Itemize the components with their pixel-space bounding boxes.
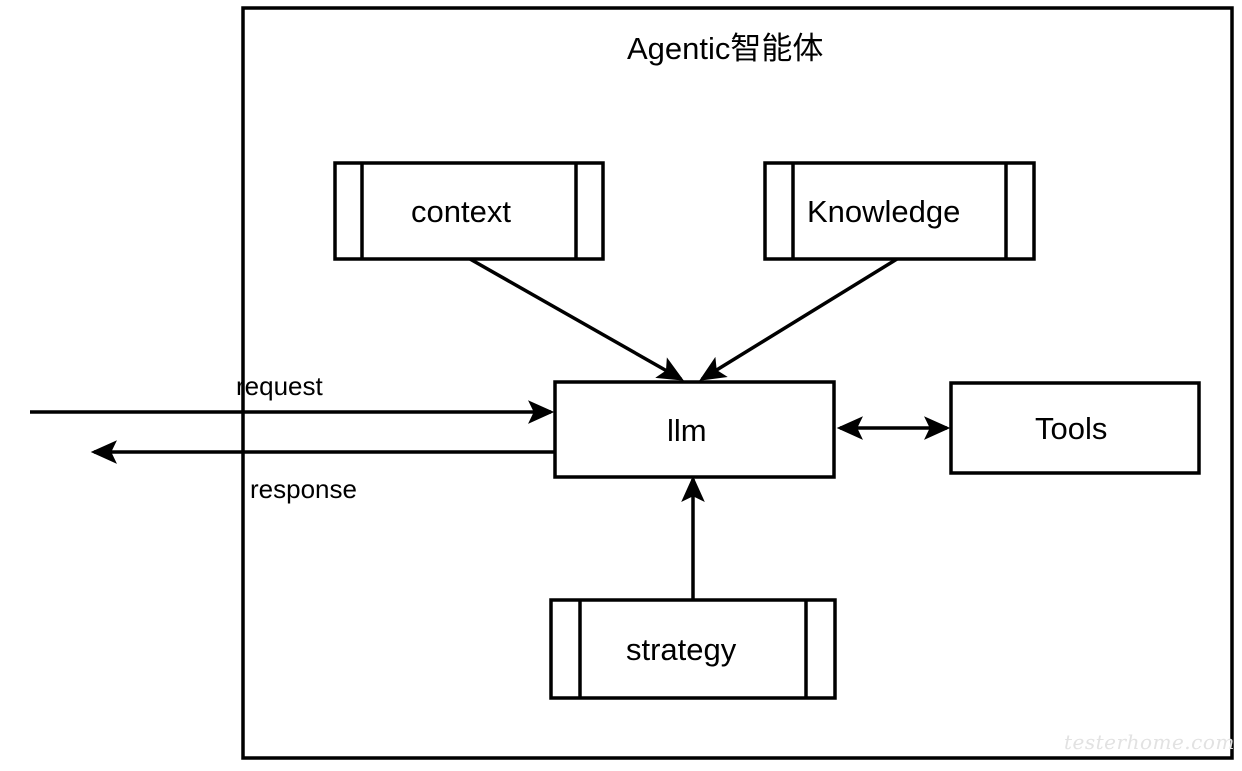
node-tools [949, 381, 1201, 475]
node-strategy [549, 598, 837, 700]
node-llm [553, 380, 836, 479]
edge-knowledge-to-llm [699, 257, 898, 381]
page-title: Agentic智能体 [627, 31, 824, 66]
node-label-tools: Tools [1035, 411, 1108, 446]
node-knowledge [763, 161, 1036, 261]
edge-label-response: response [250, 474, 357, 504]
node-label-knowledge: Knowledge [807, 194, 961, 229]
node-label-strategy: strategy [626, 632, 737, 667]
edge-context-to-llm [469, 257, 684, 381]
edge-label-request: request [236, 371, 323, 401]
node-label-llm: llm [667, 413, 707, 448]
node-label-context: context [411, 194, 511, 229]
watermark-testerhome: testerhome.com [1064, 730, 1235, 754]
node-context [333, 161, 605, 261]
